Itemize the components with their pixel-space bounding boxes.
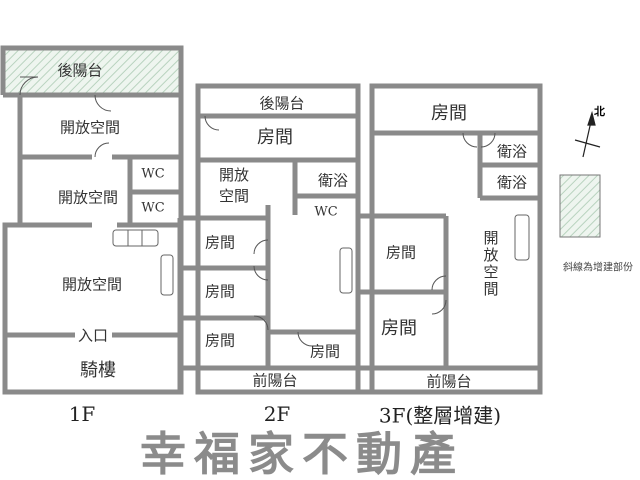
room-label: 開放空間	[59, 118, 121, 137]
room-label: 開放空間	[61, 275, 123, 294]
door-arcs	[19, 76, 496, 347]
room-label: 房間	[204, 233, 236, 252]
hatch-legend-swatch	[559, 174, 601, 238]
room-label: 後陽台	[259, 94, 305, 113]
room-label: 開放空間	[481, 230, 500, 298]
floor-label-2f: 2F	[263, 402, 291, 426]
room-label: 房間	[431, 103, 467, 124]
room-label: 房間	[309, 342, 341, 361]
entrance-label: 入口	[77, 326, 109, 345]
north-arrow-icon	[574, 110, 601, 158]
room-label: WC	[141, 166, 165, 182]
room-label: WC	[314, 204, 338, 220]
floor-label-3f: 3F(整層增建)	[378, 403, 502, 428]
hatched-back-balcony-1f	[3, 48, 181, 94]
room-label: 前陽台	[252, 371, 298, 390]
room-label: 騎樓	[80, 360, 116, 381]
north-label: 北	[594, 105, 605, 118]
room-label: 開放空間	[218, 166, 249, 205]
room-label: 衛浴	[496, 142, 528, 161]
walls-3f	[355, 83, 543, 395]
room-label: 房間	[204, 282, 236, 301]
room-label: 衛浴	[317, 171, 349, 190]
room-label: WC	[141, 200, 165, 216]
stairs-icon	[112, 214, 530, 296]
room-label: 衛浴	[496, 173, 528, 192]
room-label: 房間	[204, 331, 236, 350]
room-label: 房間	[257, 127, 293, 148]
walls-1f	[0, 45, 184, 395]
room-label: 前陽台	[426, 372, 472, 391]
room-label: 開放空間	[57, 188, 119, 207]
hatch-note: 斜線為增建部份	[563, 262, 633, 274]
room-label: 房間	[381, 318, 417, 339]
room-label: 房間	[385, 243, 417, 262]
watermark: 幸福家不動產	[140, 427, 464, 480]
floor-label-1f: 1F	[68, 402, 96, 426]
room-label: 後陽台	[57, 61, 103, 80]
